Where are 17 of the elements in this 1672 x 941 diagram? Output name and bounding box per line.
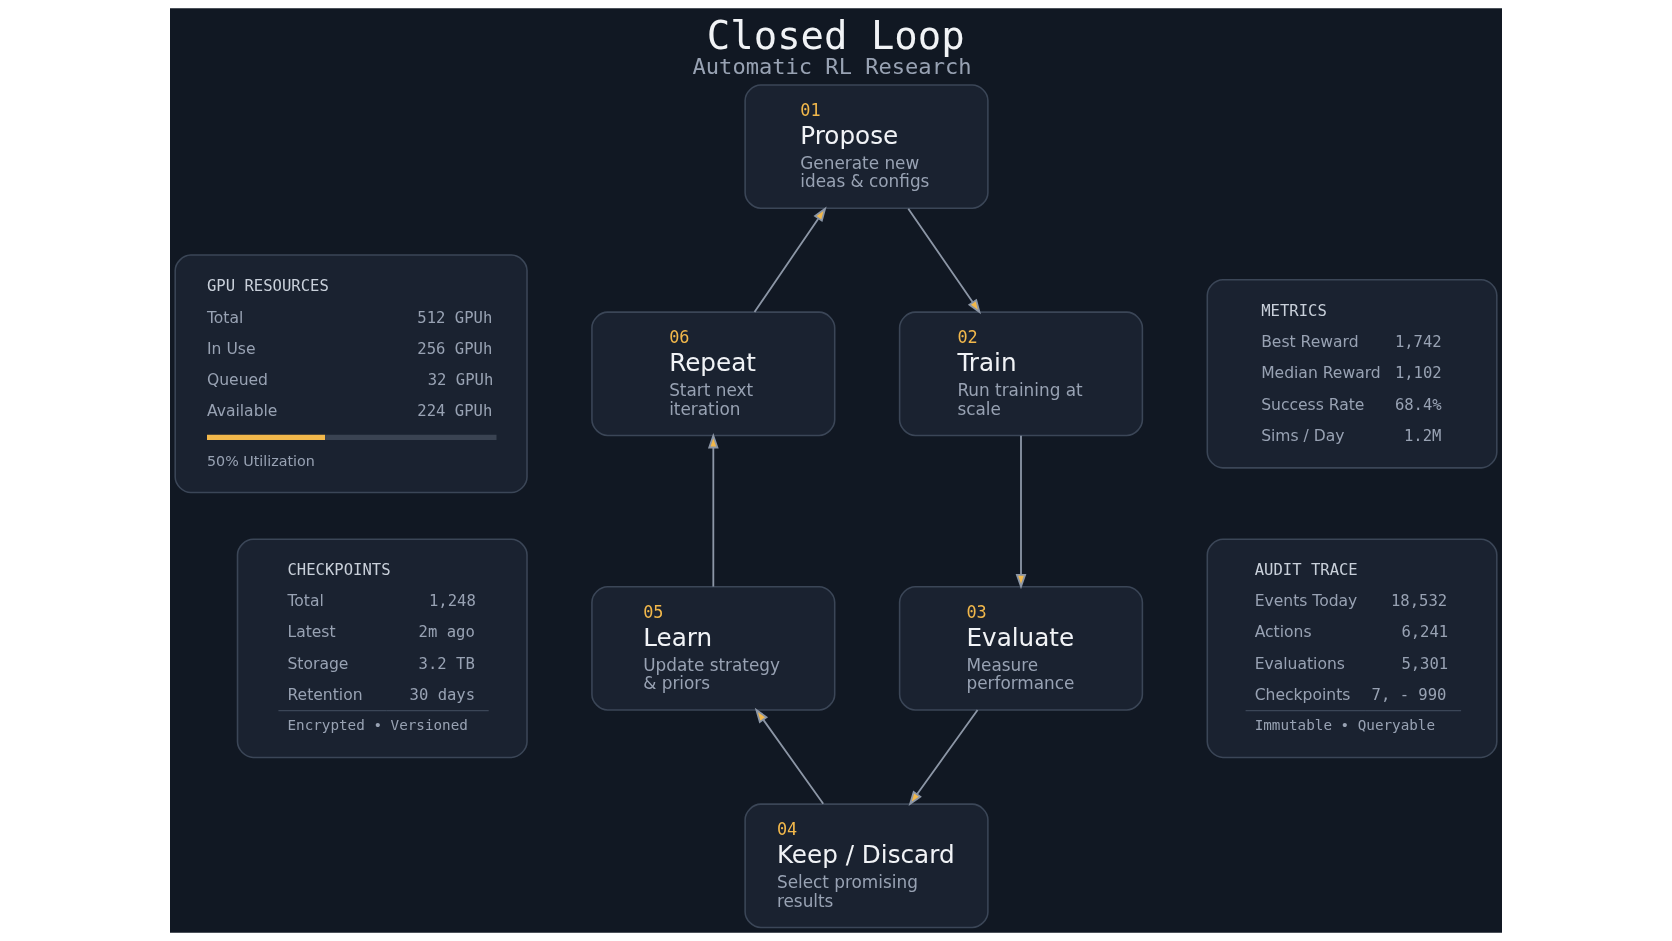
node-box: GPU RESOURCES Total 512 GPUh In Use 256 GPUh Queued 32 GPUh Available 224 GPUh 50% Utilization [174,254,528,494]
node-box: AUDIT TRACE Events Today 18,532 Actions 6,241 Evaluations 5,301 Checkpoints 7, - 990 Immutable • Queryable [1206,538,1498,759]
node-box: 02 Train Run training at scale [898,311,1144,437]
arrow [707,433,719,588]
arrow [753,206,827,313]
node-box: 06 Repeat Start next iteration [591,311,836,437]
node-box: METRICS Best Reward 1,742 Median Reward 1,102 Success Rate 68.4% Sims / Day 1.2M [1206,278,1498,469]
node-box: 01 Propose Generate new ideas & configs [744,84,989,210]
arrow [907,207,981,315]
arrow [754,707,825,805]
node-box: 03 Evaluate Measure performance [898,585,1144,711]
node-box: 05 Learn Update strategy & priors [591,585,836,711]
diagram-title: Closed Loop [706,12,965,58]
arrow [908,709,979,807]
node-box: CHECKPOINTS Total 1,248 Latest 2m ago Storage 3.2 TB Retention 30 days Encrypted • Versioned [236,538,528,759]
arrow [1015,434,1027,590]
node-box: 04 Keep / Discard Select promising results [744,803,989,929]
